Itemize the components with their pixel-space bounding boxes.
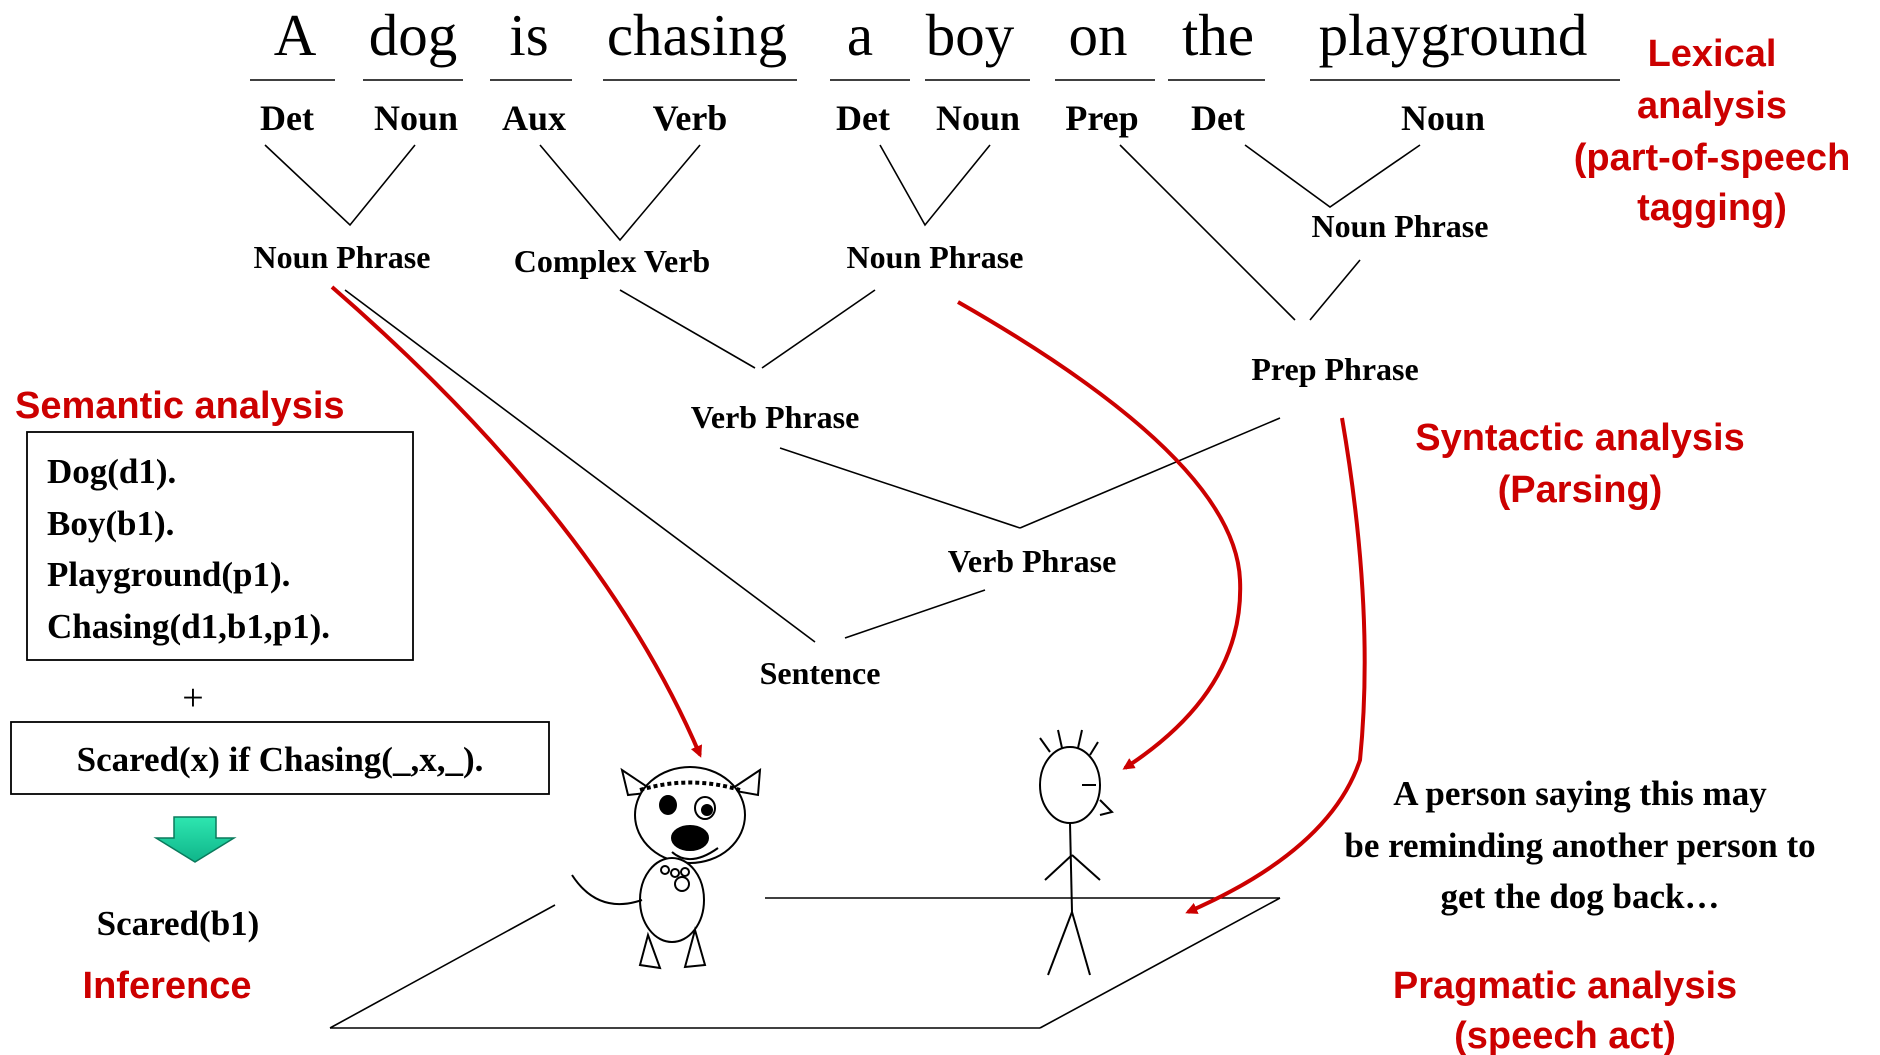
- tag-verb: Verb: [653, 98, 728, 138]
- rule-text: Scared(x) if Chasing(_,x,_).: [77, 740, 484, 779]
- word-4: chasing: [607, 2, 787, 68]
- dog-illustration: [571, 766, 762, 970]
- syntactic-label-2: (Parsing): [1498, 469, 1663, 511]
- word-3: is: [509, 2, 548, 68]
- pos-tags: Det Noun Aux Verb Det Noun Prep Det Noun: [260, 98, 1485, 138]
- tag-aux: Aux: [502, 98, 566, 138]
- pragmatic-line-3: get the dog back…: [1440, 877, 1719, 916]
- semantic-label: Semantic analysis: [15, 385, 345, 427]
- pragmatic-line-2: be reminding another person to: [1344, 826, 1815, 865]
- sentence: A dog is chasing a boy on the playground: [274, 2, 1588, 68]
- inference-result: Scared(b1): [97, 904, 260, 943]
- word-6: boy: [926, 2, 1015, 68]
- fact-4: Chasing(d1,b1,p1).: [47, 607, 330, 646]
- pragmatic-label-1: Pragmatic analysis: [1393, 965, 1737, 1007]
- node-verb-phrase-outer: Verb Phrase: [948, 543, 1117, 579]
- node-verb-phrase-inner: Verb Phrase: [691, 399, 860, 435]
- parse-nodes: Noun Phrase Complex Verb Noun Phrase Nou…: [254, 208, 1489, 691]
- tag-det-3: Det: [1191, 98, 1245, 138]
- word-8: the: [1182, 2, 1254, 68]
- node-noun-phrase-2: Noun Phrase: [847, 239, 1024, 275]
- pragmatic-line-1: A person saying this may: [1393, 774, 1767, 813]
- down-arrow-icon: [153, 816, 237, 863]
- tag-noun-3: Noun: [1401, 98, 1485, 138]
- pragmatic-label-2: (speech act): [1454, 1015, 1676, 1055]
- fact-3: Playground(p1).: [47, 555, 290, 594]
- playground-plane: [329, 897, 1281, 1029]
- word-7: on: [1069, 2, 1128, 68]
- word-2: dog: [369, 2, 458, 68]
- tag-det-1: Det: [260, 98, 314, 138]
- red-arrows: [330, 285, 1367, 914]
- tag-noun-1: Noun: [374, 98, 458, 138]
- tag-det-2: Det: [836, 98, 890, 138]
- lexical-label-1: Lexical: [1648, 33, 1777, 75]
- tag-prep: Prep: [1065, 98, 1138, 138]
- word-9: playground: [1319, 2, 1588, 68]
- node-sentence: Sentence: [760, 655, 881, 691]
- stick-figure-boy: [1039, 729, 1114, 976]
- plus-sign: +: [182, 677, 203, 719]
- semantic-facts-box: Dog(d1). Boy(b1). Playground(p1). Chasin…: [26, 431, 414, 661]
- lexical-label-4: tagging): [1637, 187, 1787, 229]
- node-noun-phrase-1: Noun Phrase: [254, 239, 431, 275]
- tag-noun-2: Noun: [936, 98, 1020, 138]
- lexical-label-3: (part-of-speech: [1574, 137, 1851, 179]
- node-complex-verb: Complex Verb: [514, 243, 710, 279]
- fact-1: Dog(d1).: [47, 452, 176, 491]
- node-prep-phrase: Prep Phrase: [1251, 351, 1418, 387]
- lexical-label-2: analysis: [1637, 85, 1787, 127]
- parse-tree-edges: [264, 144, 1421, 643]
- rule-box: Scared(x) if Chasing(_,x,_).: [10, 721, 550, 795]
- word-1: A: [274, 2, 317, 68]
- pragmatic-text: A person saying this may be reminding an…: [1344, 774, 1815, 916]
- word-5: a: [847, 2, 873, 68]
- stage-labels: Lexical analysis (part-of-speech tagging…: [15, 33, 1850, 1055]
- fact-2: Boy(b1).: [47, 504, 174, 543]
- syntactic-label-1: Syntactic analysis: [1415, 417, 1745, 459]
- node-noun-phrase-3: Noun Phrase: [1312, 208, 1489, 244]
- inference-label: Inference: [83, 965, 252, 1007]
